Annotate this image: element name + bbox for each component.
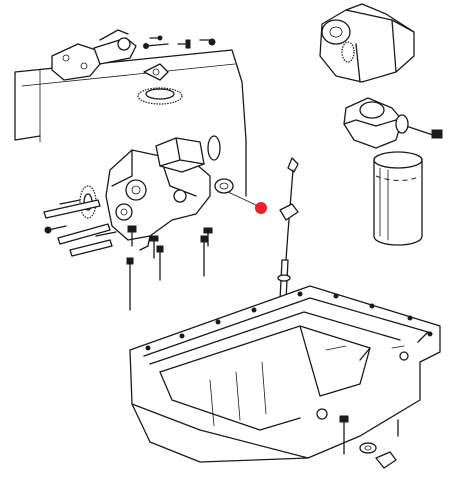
oil-pump-body[interactable] (105, 149, 211, 251)
dipstick[interactable] (279, 157, 299, 261)
oil-filter[interactable] (373, 151, 423, 246)
oil-cooler-housing[interactable] (319, 3, 415, 83)
oil-pump-cover[interactable] (51, 29, 137, 81)
oil-pan-studs[interactable] (126, 235, 208, 311)
pump-drive-gear[interactable] (137, 63, 183, 105)
pan-rim-bolts[interactable] (145, 291, 433, 351)
drain-plug[interactable] (339, 415, 399, 469)
oil-pan[interactable] (129, 285, 441, 463)
pump-mount-bolts[interactable] (127, 225, 213, 259)
exploded-view-frame (14, 49, 247, 197)
pump-housing-block[interactable] (155, 135, 221, 173)
pump-shafts[interactable] (43, 199, 117, 257)
filter-head[interactable] (343, 97, 443, 149)
cover-bolt-set[interactable] (143, 35, 216, 49)
position-marker[interactable] (255, 202, 267, 214)
pump-bushing[interactable] (214, 178, 259, 207)
